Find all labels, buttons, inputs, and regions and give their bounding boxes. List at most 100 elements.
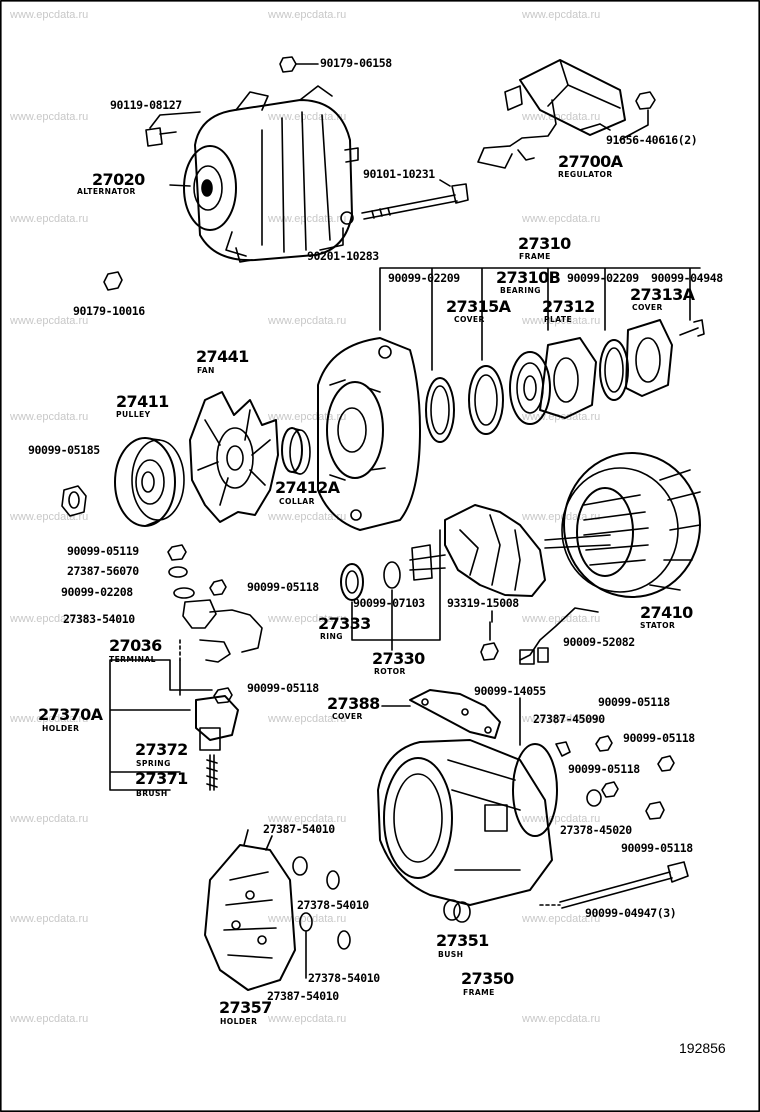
part-number-label: 27020 (92, 170, 145, 189)
part-number-label: 93319-15008 (447, 596, 519, 610)
watermark: www.epcdata.ru (522, 511, 601, 523)
part-number-label: 90099-05118 (568, 762, 640, 776)
part-number-label: 27378-54010 (297, 898, 369, 912)
part-name-label: STATOR (640, 621, 676, 630)
part-name-label: TERMINAL (109, 655, 156, 664)
watermark: www.epcdata.ru (10, 913, 89, 925)
nut-drawing (480, 642, 499, 661)
alternator-assembly-drawing (183, 85, 359, 263)
watermark: www.epcdata.ru (268, 1013, 347, 1025)
watermark: www.epcdata.ru (268, 613, 347, 625)
terminal-drawing (199, 639, 231, 663)
part-number-label: 27387-45090 (533, 712, 605, 726)
part-number-label: 90179-10016 (73, 304, 145, 318)
part-name-label: COVER (332, 712, 363, 721)
part-number-label: 27315A (446, 297, 511, 316)
end-cover-drawing (625, 319, 673, 397)
watermark: www.epcdata.ru (10, 613, 89, 625)
part-name-label: PULLEY (116, 410, 151, 419)
part-number-label: 27700A (558, 152, 623, 171)
part-number-label: 27370A (38, 705, 103, 724)
part-number-label: 27371 (135, 769, 188, 788)
part-name-label: BRUSH (136, 789, 168, 798)
insulator-drawing (337, 930, 351, 950)
part-number-label: 27357 (219, 998, 272, 1017)
part-number-label: 90119-08127 (110, 98, 182, 112)
part-number-label: 27387-54010 (263, 822, 335, 836)
part-number-label: 27383-54010 (63, 612, 135, 626)
part-name-label: SPRING (136, 759, 171, 768)
screw-drawing (679, 319, 705, 337)
part-number-label: 27378-54010 (308, 971, 380, 985)
nut-drawing (213, 687, 233, 704)
bearing-drawing (509, 351, 551, 425)
regulator-drawing (477, 59, 626, 169)
part-number-label: 27310B (496, 268, 561, 287)
stator-drawing (561, 452, 701, 598)
part-name-label: ROTOR (374, 667, 406, 676)
watermark: www.epcdata.ru (10, 713, 89, 725)
part-number-label: 91656-40616(2) (606, 133, 698, 147)
nut-drawing (645, 801, 665, 820)
part-number-label: 90099-05119 (67, 544, 139, 558)
watermark: www.epcdata.ru (268, 813, 347, 825)
part-number-label: 90009-52082 (563, 635, 635, 649)
watermark: www.epcdata.ru (10, 213, 89, 225)
cover-plate-drawing (409, 689, 501, 739)
part-number-label: 90201-10283 (307, 249, 379, 263)
watermark: www.epcdata.ru (522, 813, 601, 825)
part-number-label: 90099-05118 (247, 580, 319, 594)
part-name-label: COVER (632, 303, 663, 312)
watermark: www.epcdata.ru (10, 315, 89, 327)
nut-drawing (167, 544, 187, 561)
fan-drawing (189, 391, 279, 523)
o-ring-drawing (512, 743, 558, 837)
nut-drawing (601, 781, 619, 798)
part-number-label: 90099-05185 (28, 443, 100, 457)
part-number-label: 90099-14055 (474, 684, 546, 698)
cover-ring-drawing (468, 365, 504, 435)
gasket-drawing (425, 377, 455, 443)
part-number-label: 90101-10231 (363, 167, 435, 181)
plate-drawing (539, 337, 597, 419)
part-number-label: 27036 (109, 636, 162, 655)
pulley-drawing (114, 437, 185, 527)
washer-drawing (173, 587, 195, 599)
watermark: www.epcdata.ru (10, 9, 89, 21)
part-number-label: 90099-05118 (623, 731, 695, 745)
part-name-label: REGULATOR (558, 170, 613, 179)
watermark: www.epcdata.ru (522, 111, 601, 123)
rectifier-holder-drawing (204, 829, 296, 991)
nut-drawing (61, 485, 87, 517)
bolt-drawing (145, 127, 177, 147)
watermark: www.epcdata.ru (268, 213, 347, 225)
part-number-label: 27387-54010 (267, 989, 339, 1003)
nut-drawing (595, 735, 613, 752)
part-number-label: 27372 (135, 740, 188, 759)
part-name-label: HOLDER (42, 724, 80, 733)
part-number-label: 90099-02209 (567, 271, 639, 285)
nut-drawing (635, 91, 656, 110)
through-bolt-drawing (559, 861, 689, 909)
collar-drawing (281, 427, 311, 475)
part-name-label: ALTERNATOR (77, 187, 136, 196)
part-number-label: 27410 (640, 603, 693, 622)
part-number-label: 27387-56070 (67, 564, 139, 578)
part-number-label: 27313A (630, 285, 695, 304)
part-number-label: 90099-05118 (598, 695, 670, 709)
part-name-label: FAN (197, 366, 215, 375)
insulator-drawing (326, 870, 340, 890)
part-number-label: 27350 (461, 969, 514, 988)
nut-drawing (279, 56, 297, 73)
part-number-label: 27310 (518, 234, 571, 253)
nut-drawing (657, 755, 675, 772)
watermark: www.epcdata.ru (10, 1013, 89, 1025)
part-name-label: BUSH (438, 950, 464, 959)
part-name-label: COLLAR (279, 497, 315, 506)
watermark: www.epcdata.ru (522, 9, 601, 21)
nut-drawing (103, 271, 123, 291)
watermark: www.epcdata.ru (10, 813, 89, 825)
part-number-label: 90099-04947(3) (585, 906, 677, 920)
